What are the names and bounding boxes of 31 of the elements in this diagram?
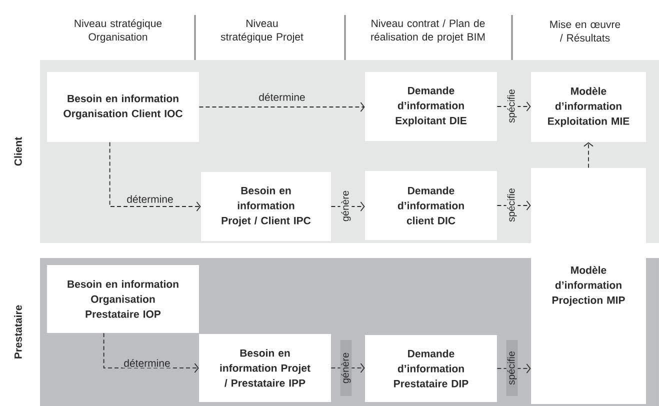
- band-label: Prestataire: [14, 305, 22, 358]
- column-heading: Niveau stratégique Organisation: [74, 19, 162, 43]
- edge-label: spécifie: [506, 187, 518, 223]
- arrow: [330, 363, 365, 373]
- arrow: [496, 102, 531, 112]
- edge-label: détermine: [122, 358, 172, 368]
- column-heading: Niveau stratégique Projet: [220, 19, 304, 43]
- process-box: Demande d’information Exploitant DIE: [365, 72, 497, 141]
- edge-label: spécifie: [506, 88, 518, 124]
- column-heading: Mise en œuvre / Résultats: [550, 20, 620, 42]
- process-box: Besoin en information Organisation Client IOC: [47, 72, 199, 142]
- edge-label: génère: [340, 340, 352, 396]
- process-box: Besoin en information Projet / Client IPC: [201, 172, 331, 241]
- process-box: Besoin en information Projet / Prestataire IPP: [199, 334, 331, 402]
- process-box: Modèle d’information Exploitation MIE: [531, 72, 646, 142]
- arrow: [496, 200, 531, 210]
- arrow: [198, 102, 365, 112]
- arrow: [109, 142, 201, 212]
- band-label: Client: [14, 137, 22, 166]
- column-heading: Niveau contrat / Plan de réalisation de projet BIM: [371, 19, 485, 43]
- arrow: [330, 202, 365, 212]
- arrow: [496, 364, 531, 374]
- arrow: [103, 332, 199, 373]
- process-box: Modèle d’information Projection MIP: [531, 168, 646, 404]
- edge-label: détermine: [126, 194, 174, 204]
- process-box: Demande d’information client DIC: [365, 171, 497, 240]
- edge-label: spécifie: [506, 340, 518, 396]
- process-box: Besoin en information Organisation Prestataire IOP: [47, 264, 199, 333]
- edge-label: détermine: [258, 92, 306, 102]
- process-box: Demande d’information Prestataire DIP: [365, 334, 497, 402]
- arrow: [584, 142, 594, 168]
